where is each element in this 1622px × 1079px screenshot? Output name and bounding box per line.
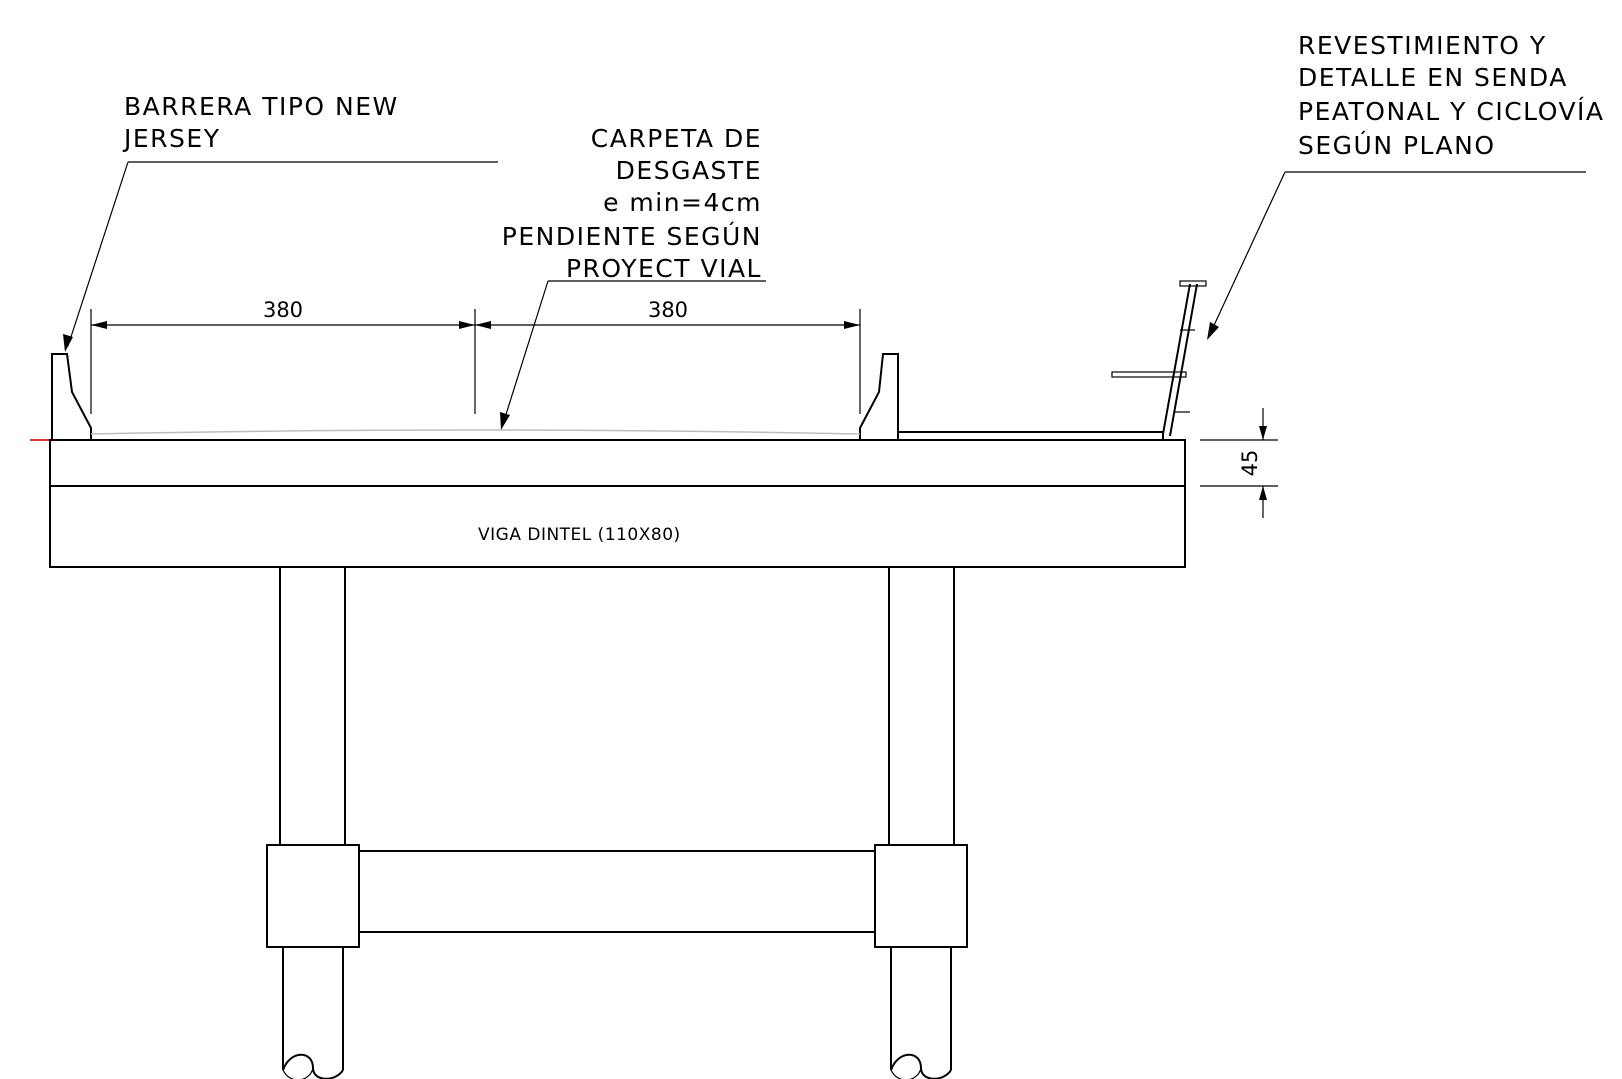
pile-cap-right: [874, 844, 968, 948]
slab-thickness-dimension: [1200, 408, 1278, 518]
cap-beam: [49, 485, 1186, 568]
sidewalk-surface: [897, 431, 1164, 440]
lining-leader: [1207, 171, 1586, 340]
new-jersey-barrier-left: [51, 353, 92, 440]
svg-text:JERSEY: JERSEY: [122, 124, 220, 153]
slab-thickness-value: 45: [1238, 450, 1262, 477]
beam-label: VIGA DINTEL (110X80): [478, 525, 681, 545]
svg-text:CARPETA DE: CARPETA DE: [591, 124, 762, 153]
pile-right: [890, 947, 952, 1079]
new-jersey-barrier-right: [859, 353, 899, 440]
pile-cap-left: [266, 844, 360, 948]
deck-slab: [49, 439, 1186, 487]
tie-beam: [358, 850, 876, 933]
svg-text:PROYECT VIAL: PROYECT VIAL: [566, 254, 762, 283]
wearing-course-note: CARPETA DE DESGASTE e min=4cm PENDIENTE …: [502, 124, 762, 283]
railing: [1111, 280, 1207, 437]
svg-text:BARRERA TIPO NEW: BARRERA TIPO NEW: [124, 92, 399, 121]
svg-text:PENDIENTE SEGÚN: PENDIENTE SEGÚN: [502, 221, 762, 251]
pile-left: [282, 947, 344, 1079]
wearing-course-leader: [500, 280, 766, 430]
lane-left-dimension: 380: [263, 298, 303, 322]
barrier-leader: [63, 161, 498, 352]
svg-text:REVESTIMIENTO Y: REVESTIMIENTO Y: [1298, 31, 1547, 60]
svg-text:SEGÚN PLANO: SEGÚN PLANO: [1298, 130, 1496, 160]
svg-text:PEATONAL Y CICLOVÍA: PEATONAL Y CICLOVÍA: [1298, 97, 1605, 126]
barrier-note: BARRERA TIPO NEW JERSEY: [122, 92, 399, 153]
svg-text:DESGASTE: DESGASTE: [616, 156, 762, 185]
wearing-course: [90, 429, 861, 435]
lane-dimension: [90, 309, 861, 414]
column-left: [279, 566, 346, 846]
svg-text:DETALLE EN SENDA: DETALLE EN SENDA: [1298, 63, 1568, 92]
lane-right-dimension: 380: [648, 298, 688, 322]
svg-text:e min=4cm: e min=4cm: [603, 188, 762, 217]
lining-note: REVESTIMIENTO Y DETALLE EN SENDA PEATONA…: [1298, 31, 1605, 160]
column-right: [888, 566, 955, 846]
